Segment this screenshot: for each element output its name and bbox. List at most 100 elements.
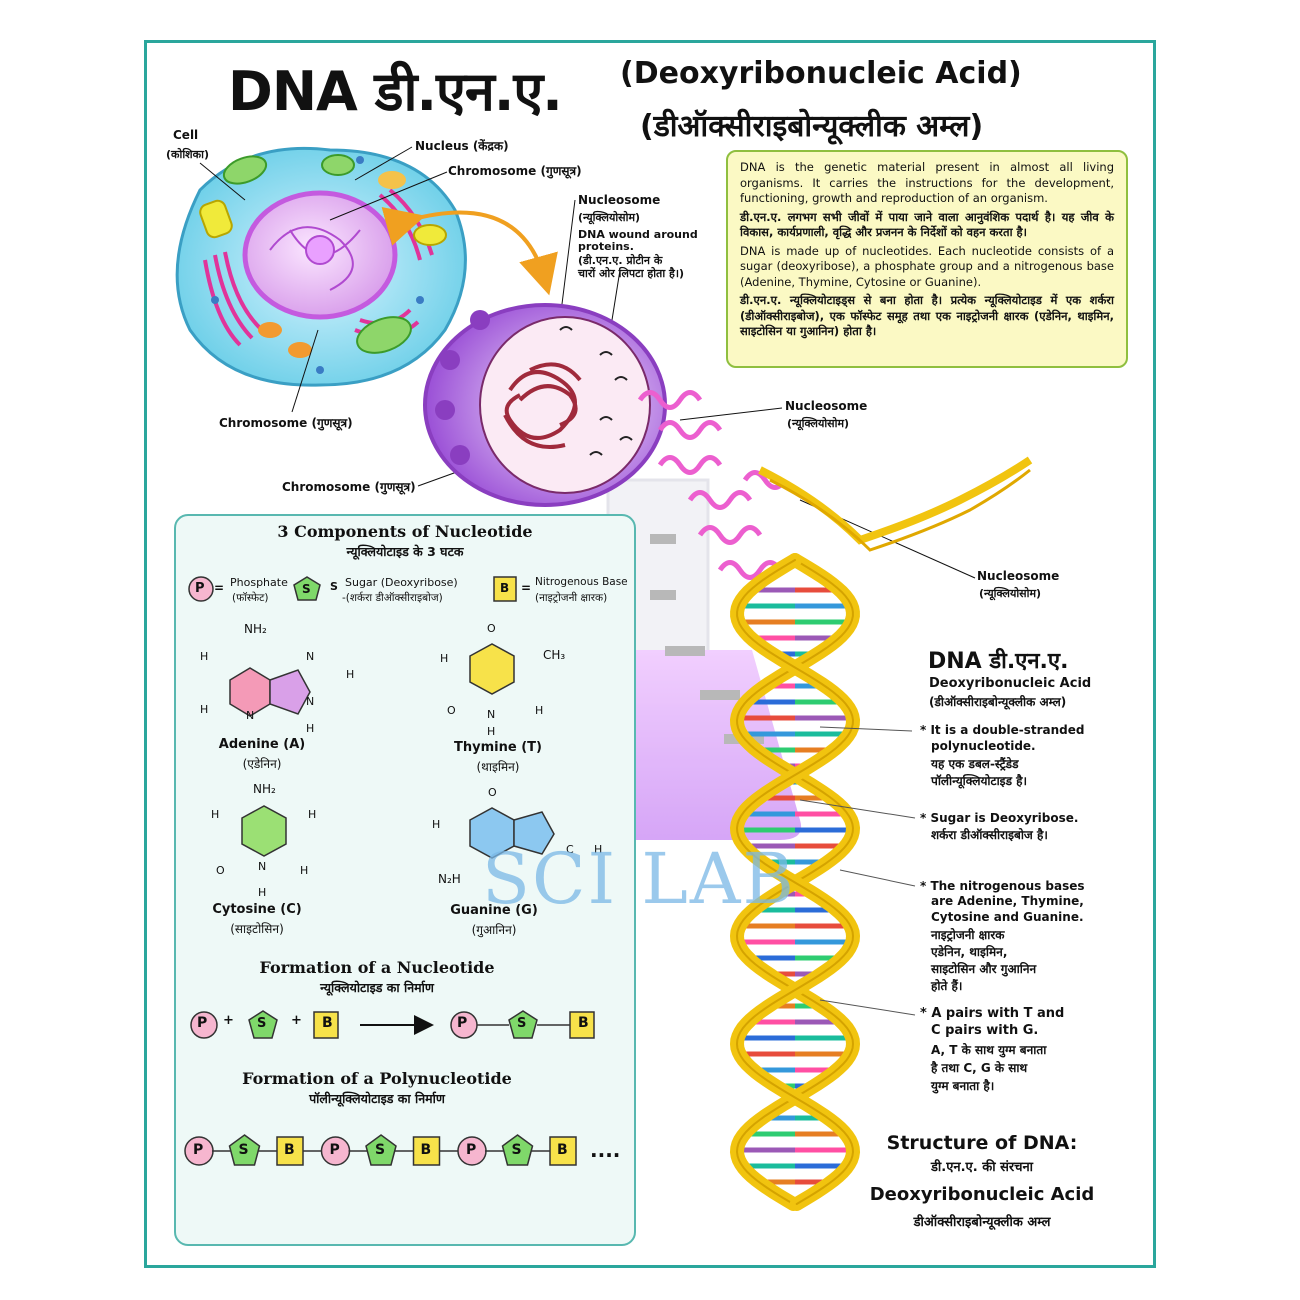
chain-base (276, 1136, 304, 1166)
fact3-h3: साइटोसिन और गुआनिन (931, 962, 1037, 976)
f-p1: P (197, 1015, 208, 1031)
adenine-h2: H (200, 703, 209, 716)
guanine-o: O (488, 786, 497, 799)
chain-sugar (365, 1134, 397, 1166)
helix-top (758, 456, 1033, 545)
fact3-a: * The nitrogenous bases (920, 879, 1085, 893)
legend-b: B (500, 581, 510, 595)
fact4-a: * A pairs with T and (920, 1006, 1065, 1021)
fact3-h4: होते हैं। (931, 979, 963, 993)
thymine-n: N (487, 708, 496, 721)
adenine-h1: H (200, 650, 209, 663)
fact2-a: * Sugar is Deoxyribose. (920, 811, 1079, 825)
base-symbol (493, 576, 517, 602)
base-molecules (229, 643, 555, 859)
f-b1: B (322, 1015, 333, 1031)
phosphate-symbol (188, 576, 214, 602)
f-plus2: + (291, 1013, 302, 1028)
chain-sugar (501, 1134, 534, 1166)
nucleotide-formation (190, 1010, 595, 1039)
label-nucleosome-top: Nucleosome (578, 193, 661, 207)
legend-phosphate-hindi: (फॉस्फेट) (232, 592, 269, 604)
label-nucleosome-low: Nucleosome (977, 569, 1060, 583)
nucleosome-desc-1: DNA wound around (578, 228, 698, 241)
adenine-h4: H (306, 722, 315, 735)
cytosine-n: N (258, 860, 267, 873)
thymine-name: Thymine (T) (454, 740, 542, 755)
title-english: (Deoxyribonucleic Acid) (620, 56, 1022, 91)
fact4-b: C pairs with G. (931, 1023, 1039, 1038)
cytosine-o: O (216, 864, 225, 877)
cytosine-h1: H (211, 808, 220, 821)
structure-title-hindi: डी.एन.ए. की संरचना (930, 1160, 1034, 1175)
label-chromosome-top: Chromosome (गुणसूत्र) (448, 164, 582, 178)
poly-title-hindi: पॉलीन्यूक्लियोटाइड का निर्माण (309, 1091, 445, 1106)
cytosine-h2: H (308, 808, 317, 821)
dna-hindi: (डीऑक्सीराइबोन्यूक्लीक अम्ल) (929, 695, 1067, 709)
fact1-b: polynucleotide. (931, 739, 1036, 753)
adenine-hindi: (एडेनिन) (242, 757, 282, 771)
fact1-h1: यह एक डबल-स्ट्रैंडेड (931, 757, 1019, 771)
helix-strand-2-edge (735, 559, 855, 1205)
zoom-arrow (381, 207, 558, 296)
label-cell-hindi: (कोशिका) (166, 148, 209, 161)
chain-base (412, 1136, 441, 1166)
fact3-b: are Adenine, Thymine, (931, 894, 1084, 908)
fact1-h2: पॉलीन्यूक्लियोटाइड है। (931, 774, 1028, 788)
guanine-h1: H (432, 818, 441, 831)
formation-base-1 (313, 1011, 339, 1039)
dna-english: Deoxyribonucleic Acid (929, 676, 1092, 691)
legend-base-hindi: (नाइट्रोजनी क्षारक) (535, 592, 608, 604)
thymine-ch3: CH₃ (543, 648, 566, 662)
nucleosome-desc-h1: (डी.एन.ए. प्रोटीन के (578, 254, 663, 267)
adenine-n1: N (306, 650, 315, 663)
thymine-o2: O (447, 704, 456, 717)
chain-label: B (557, 1142, 568, 1158)
adenine-n3: N (246, 709, 255, 722)
thymine-h3: H (535, 704, 544, 717)
legend-sugar-hindi: -(शर्करा डीऑक्सीराइबोज) (342, 592, 443, 604)
structure-hindi: डीऑक्सीराइबोन्यूक्लीक अम्ल (913, 1215, 1051, 1230)
helix-leaders (799, 726, 916, 1016)
thymine-hindi: (थाइमिन) (476, 760, 520, 774)
cytosine-h4: H (300, 864, 309, 877)
formation-title: Formation of a Nucleotide (259, 958, 495, 977)
cytosine-molecule (241, 805, 287, 857)
f-s1: S (257, 1016, 267, 1031)
formation-sugar-1 (248, 1010, 278, 1039)
double-helix (729, 553, 861, 1211)
chain-continuation: .... (590, 1138, 621, 1162)
legend-s: S (302, 582, 311, 596)
structure-english: Deoxyribonucleic Acid (869, 1184, 1095, 1205)
chromatin-mass (503, 362, 582, 449)
label-nucleosome-low-hindi: (न्यूक्लियोसोम) (979, 587, 1042, 600)
chain-sugar (228, 1134, 261, 1166)
dna-heading: DNA डी.एन.ए. (928, 649, 1069, 674)
guanine-hindi: (गुआनिन) (471, 923, 517, 937)
label-chromosome-left: Chromosome (गुणसूत्र) (219, 416, 353, 430)
label-cell: Cell (173, 128, 199, 142)
info-box: DNA is the genetic material present in a… (726, 150, 1128, 368)
legend-p: P (195, 581, 205, 596)
formation-phosphate-1 (190, 1011, 218, 1039)
label-nucleosome-top-hindi: (न्यूक्लियोसोम) (578, 211, 641, 224)
nucleus-cutaway (423, 303, 667, 507)
thymine-h2: H (487, 725, 496, 738)
adenine-n2: N (306, 695, 315, 708)
cytosine-name: Cytosine (C) (212, 902, 302, 917)
chain-label: B (420, 1142, 432, 1158)
thymine-molecule (469, 643, 515, 695)
info-p1: DNA is the genetic material present in a… (740, 160, 1114, 205)
components-legend (188, 576, 517, 602)
animal-cell (175, 146, 467, 387)
cytosine-nh2: NH₂ (253, 782, 276, 796)
guanine-h2: H (594, 843, 603, 856)
info-p4: डी.एन.ए. न्यूक्लियोटाइड्स से बना होता है… (740, 293, 1114, 338)
watermark-text: SCI LAB (482, 838, 796, 920)
adenine-name: Adenine (A) (218, 737, 306, 752)
chain-label: P (329, 1142, 340, 1158)
formation-sugar-2 (508, 1010, 538, 1039)
fact2-h1: शर्करा डीऑक्सीराइबोज है। (931, 828, 1048, 842)
poly-title: Formation of a Polynucleotide (242, 1069, 512, 1088)
cell-chromatin (269, 226, 361, 291)
